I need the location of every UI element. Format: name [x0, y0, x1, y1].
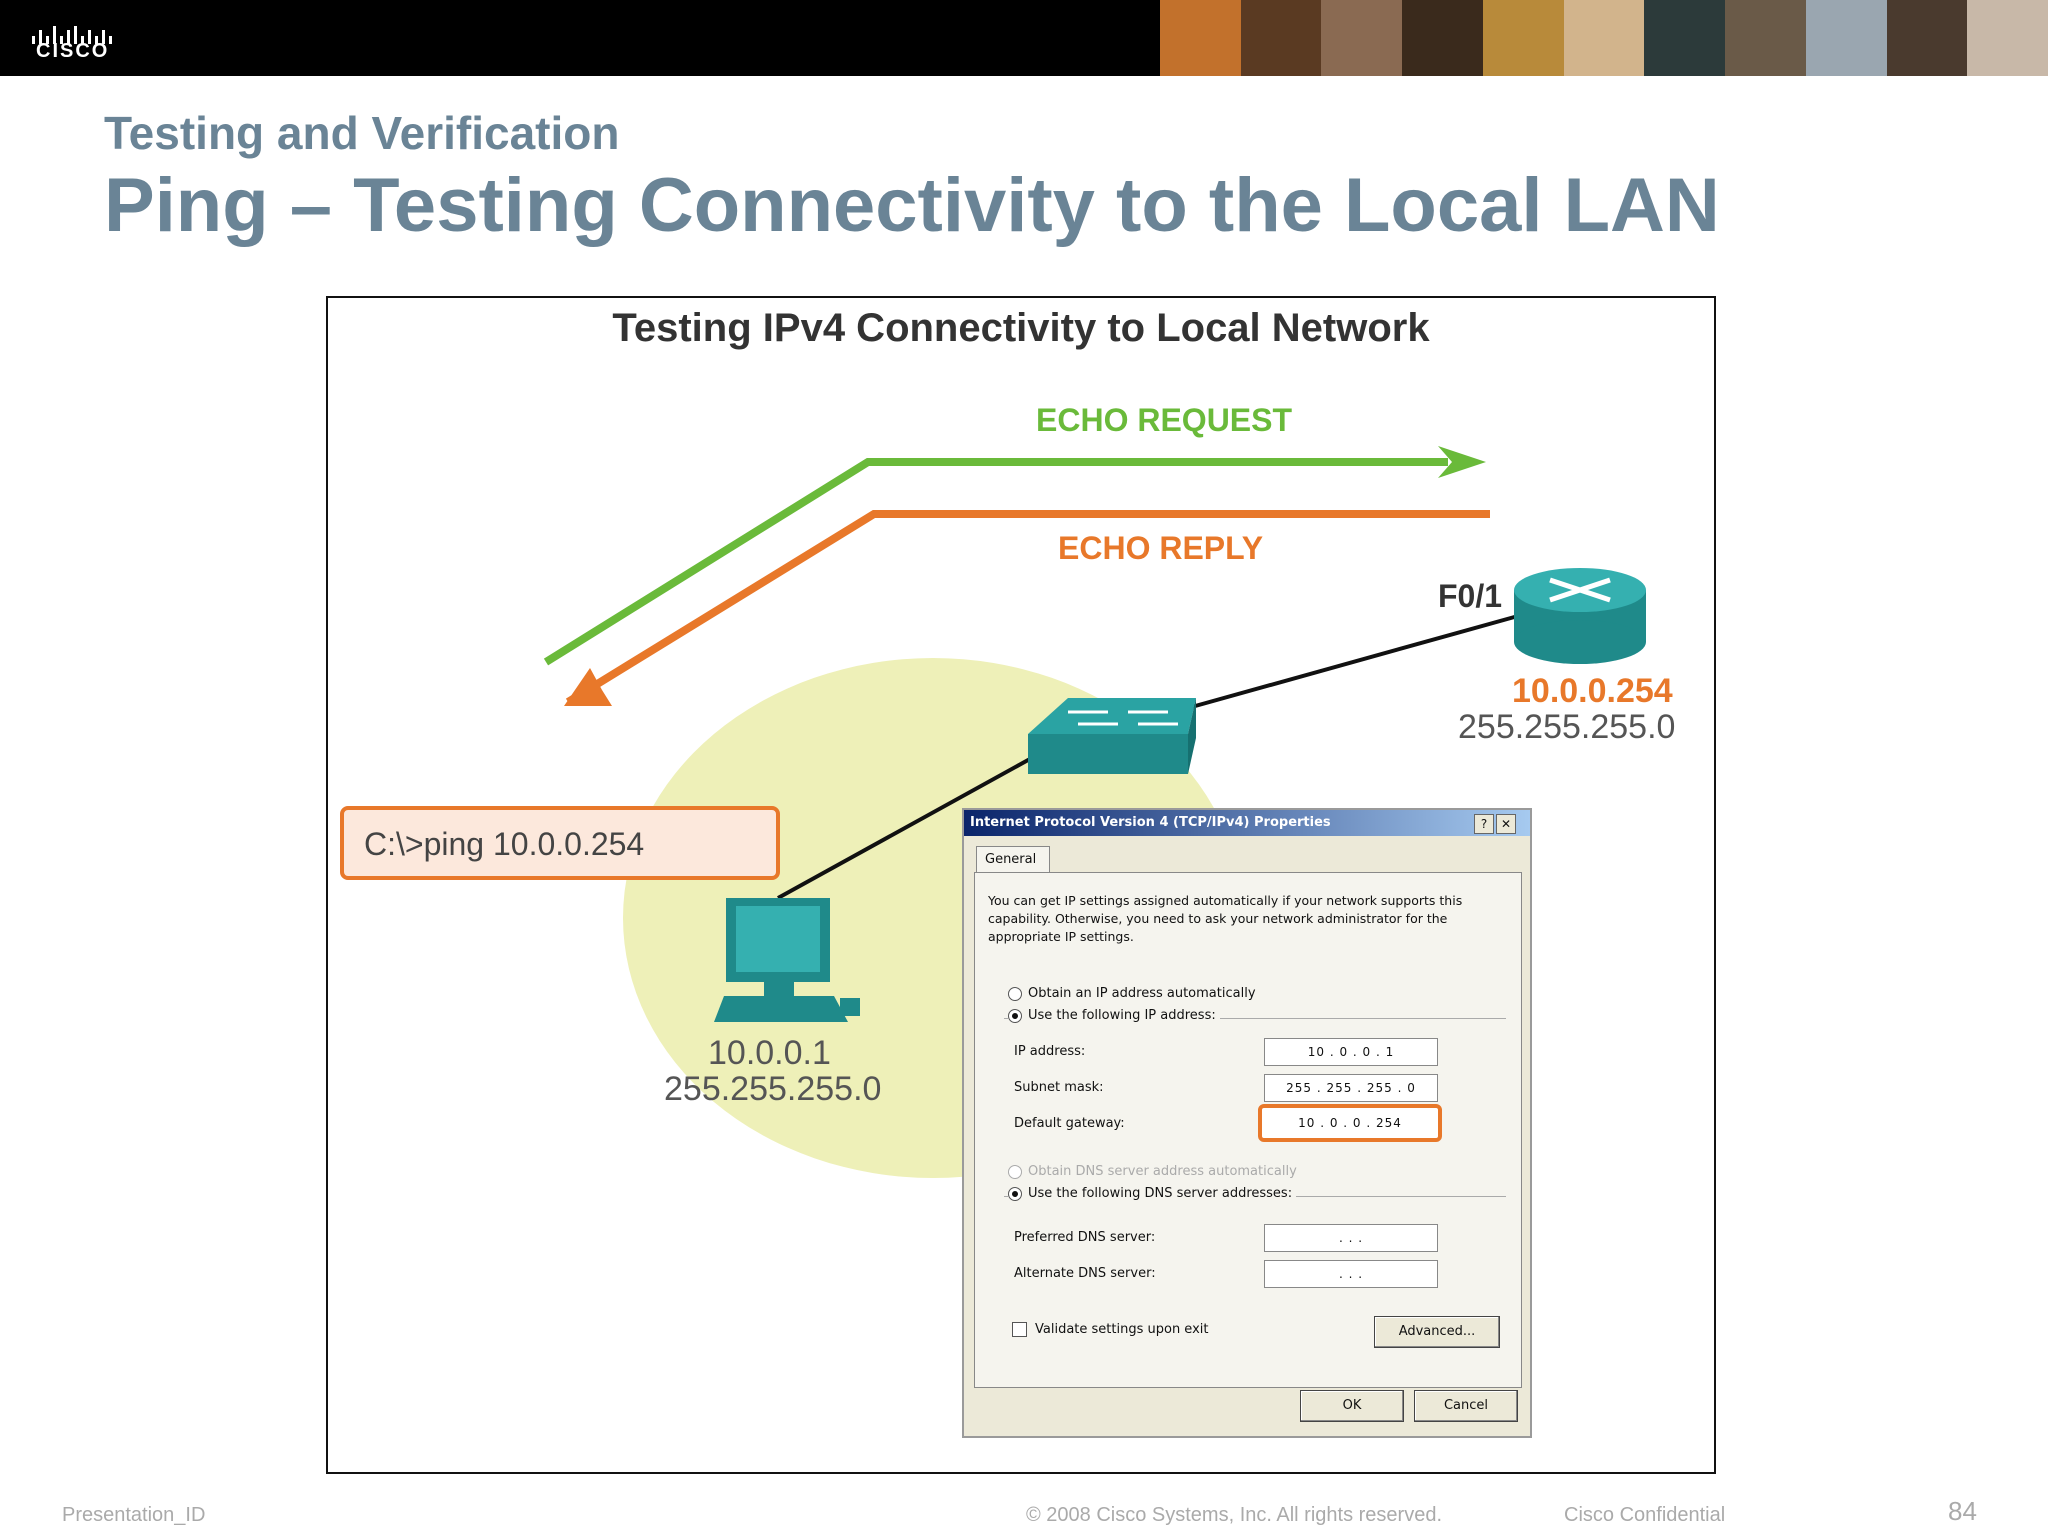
- subnet-mask-field[interactable]: 255 . 255 . 255 . 0: [1264, 1074, 1438, 1102]
- use-following-ip-radio[interactable]: Use the following IP address:: [1008, 1008, 1220, 1023]
- ip-address-label: IP address:: [1014, 1044, 1086, 1059]
- close-button[interactable]: ✕: [1496, 814, 1516, 834]
- echo-reply-label: ECHO REPLY: [1058, 530, 1264, 566]
- footer-copyright: © 2008 Cisco Systems, Inc. All rights re…: [1026, 1504, 1443, 1526]
- tab-general-label: General: [985, 852, 1037, 867]
- figure-title: Testing IPv4 Connectivity to Local Netwo…: [612, 306, 1430, 350]
- ipv4-properties-dialog: Internet Protocol Version 4 (TCP/IPv4) P…: [962, 808, 1532, 1438]
- ip-address-field[interactable]: 10 . 0 . 0 . 1: [1264, 1038, 1438, 1066]
- obtain-ip-auto-radio[interactable]: Obtain an IP address automatically: [1008, 986, 1256, 1001]
- radio-icon: [1008, 1164, 1022, 1179]
- ok-button[interactable]: OK: [1300, 1390, 1404, 1422]
- ip-group-line: [1004, 1018, 1506, 1019]
- cable-pc-switch: [777, 736, 1069, 900]
- router-icon: [1514, 568, 1646, 664]
- default-gateway-field[interactable]: 10 . 0 . 0 . 254: [1258, 1104, 1442, 1142]
- pc-mask-label: 255.255.255.0: [664, 1070, 882, 1108]
- validate-checkbox[interactable]: Validate settings upon exit: [1012, 1322, 1208, 1337]
- ping-command-text: C:\>ping 10.0.0.254: [364, 826, 645, 862]
- footer-confidential: Cisco Confidential: [1564, 1504, 1726, 1526]
- header-photo-strip: [1160, 0, 2048, 76]
- alternate-dns-field[interactable]: . . .: [1264, 1260, 1438, 1288]
- slide-subtitle: Testing and Verification: [104, 107, 620, 159]
- advanced-button[interactable]: Advanced...: [1374, 1316, 1500, 1348]
- cable-switch-router: [1187, 614, 1519, 710]
- obtain-dns-auto-radio[interactable]: Obtain DNS server address automatically: [1008, 1164, 1297, 1179]
- subnet-mask-label: Subnet mask:: [1014, 1080, 1104, 1095]
- router-port-label: F0/1: [1438, 578, 1503, 614]
- dialog-description: You can get IP settings assigned automat…: [988, 893, 1463, 944]
- cisco-logo-text: CISCO: [36, 40, 110, 62]
- radio-selected-icon: [1008, 1186, 1022, 1201]
- obtain-dns-auto-label: Obtain DNS server address automatically: [1028, 1164, 1297, 1179]
- echo-reply-arrow: [565, 510, 1490, 706]
- alternate-dns-label: Alternate DNS server:: [1014, 1266, 1156, 1281]
- pc-ip-label: 10.0.0.1: [708, 1034, 831, 1072]
- use-following-dns-label: Use the following DNS server addresses:: [1028, 1186, 1293, 1201]
- header-bar: CISCO: [0, 0, 2048, 76]
- page-number: 84: [1948, 1496, 1977, 1526]
- cancel-button[interactable]: Cancel: [1414, 1390, 1518, 1422]
- slide-title: Ping – Testing Connectivity to the Local…: [104, 163, 1720, 248]
- echo-request-arrow: [543, 458, 1448, 666]
- help-button[interactable]: ?: [1474, 814, 1494, 834]
- default-gateway-label: Default gateway:: [1014, 1116, 1125, 1131]
- use-following-dns-radio[interactable]: Use the following DNS server addresses:: [1008, 1186, 1297, 1201]
- pc-icon: [714, 898, 860, 1022]
- echo-request-label: ECHO REQUEST: [1036, 402, 1293, 438]
- radio-selected-icon: [1008, 1008, 1022, 1023]
- router-ip-label: 10.0.0.254: [1512, 672, 1673, 710]
- connectivity-figure: Testing IPv4 Connectivity to Local Netwo…: [326, 296, 1716, 1474]
- router-mask-label: 255.255.255.0: [1458, 708, 1676, 746]
- dialog-title: Internet Protocol Version 4 (TCP/IPv4) P…: [970, 815, 1331, 830]
- preferred-dns-field[interactable]: . . .: [1264, 1224, 1438, 1252]
- obtain-ip-auto-label: Obtain an IP address automatically: [1028, 986, 1256, 1001]
- cisco-logo-icon: [32, 26, 112, 44]
- use-following-ip-label: Use the following IP address:: [1028, 1008, 1216, 1023]
- radio-icon: [1008, 986, 1022, 1001]
- echo-reply-arrowhead: [564, 668, 612, 706]
- dialog-titlebar: Internet Protocol Version 4 (TCP/IPv4) P…: [964, 810, 1530, 836]
- tab-general[interactable]: General: [976, 846, 1050, 873]
- ping-command-box: C:\>ping 10.0.0.254: [340, 806, 780, 880]
- validate-label: Validate settings upon exit: [1035, 1322, 1209, 1337]
- preferred-dns-label: Preferred DNS server:: [1014, 1230, 1156, 1245]
- footer-presentation-id: Presentation_ID: [62, 1504, 206, 1526]
- echo-request-arrowhead: [1438, 446, 1486, 478]
- checkbox-icon: [1012, 1322, 1027, 1337]
